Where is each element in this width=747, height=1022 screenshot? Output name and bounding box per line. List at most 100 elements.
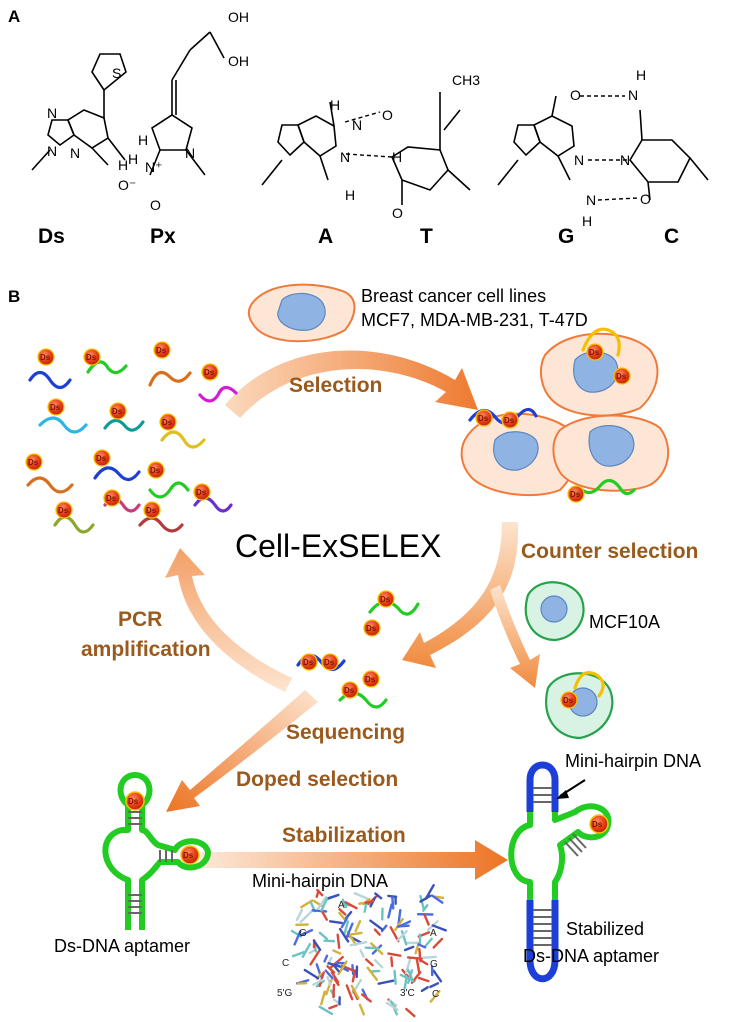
at-atom-h3: H: [345, 187, 355, 203]
model-bond: [332, 949, 342, 955]
ds-tag: Ds: [183, 851, 194, 860]
ds-atom-n1: N: [47, 105, 57, 121]
ds-tag: Ds: [380, 595, 391, 604]
ds-tag: Ds: [162, 418, 173, 427]
model-bond: [293, 930, 302, 946]
dna-strand: [28, 370, 72, 390]
ds-atom-n2: N: [47, 143, 57, 159]
ds-tag: Ds: [303, 658, 314, 667]
model-bond: [344, 901, 358, 910]
model-bond: [391, 896, 395, 910]
model-bond: [323, 939, 336, 943]
ds-tag: Ds: [563, 696, 574, 705]
dna-strand: [160, 430, 206, 449]
model-bond: [324, 969, 334, 980]
model-bond: [323, 954, 329, 963]
ds-ball: Ds: [567, 485, 585, 503]
breast-cancer-cell-icon: [247, 283, 356, 343]
ds-ball: Ds: [55, 501, 73, 519]
dna-strand: [573, 671, 605, 698]
ds-tag: Ds: [589, 348, 600, 357]
model-bond: [373, 928, 381, 936]
at-atom-h1: H: [330, 97, 340, 113]
ds-ball: Ds: [501, 411, 519, 429]
px-atom-ominus: O⁻: [118, 177, 136, 193]
ds-ball: Ds: [300, 653, 318, 671]
model-bond: [417, 943, 427, 949]
model-bond: [320, 897, 328, 912]
dna-strand: [93, 466, 141, 482]
counter-selection-arrow: [402, 522, 540, 688]
at-atom-ch3: CH3: [452, 72, 480, 88]
ds-tag: Ds: [40, 353, 51, 362]
gc-atom-o1: O: [570, 87, 581, 103]
t-name: T: [420, 225, 433, 248]
mini-hairpin-3d-model: [290, 884, 447, 1018]
model-bond: [423, 937, 433, 948]
model-bond: [420, 986, 429, 993]
model-bond: [327, 962, 341, 968]
ds-ball: Ds: [363, 619, 381, 637]
model-bond: [316, 895, 328, 910]
sequencing-step: Sequencing: [286, 721, 405, 744]
c-name: C: [664, 225, 679, 248]
model-bond: [328, 1004, 338, 1010]
stabilized-label-line1: Stabilized: [566, 919, 644, 939]
model-bond: [338, 908, 347, 916]
model-bond: [300, 899, 314, 909]
model-bond: [337, 960, 348, 976]
model-bond: [405, 1007, 416, 1018]
a-name: A: [318, 225, 333, 248]
model-bond: [318, 931, 329, 941]
selection-step: Selection: [289, 374, 382, 397]
dna-strand: [581, 327, 621, 357]
model-bond: [419, 959, 429, 966]
mini-hairpin-arrow-label: Mini-hairpin DNA: [565, 751, 701, 771]
px-atom-oh2: OH: [228, 53, 249, 69]
counter-selection-step: Counter selection: [521, 540, 698, 563]
cell-lines-line1: Breast cancer cell lines: [361, 286, 546, 306]
model-bond: [429, 982, 440, 989]
model-bond: [365, 958, 374, 967]
model-bond: [429, 990, 441, 1003]
ds-atom-h2: H: [128, 151, 138, 167]
model-bond: [320, 990, 326, 1006]
dna-strand: [38, 416, 88, 434]
model-bond: [291, 950, 306, 958]
ds-atom-n3: N: [70, 145, 80, 161]
ds-tag: Ds: [478, 414, 489, 423]
ds-tag: Ds: [106, 494, 117, 503]
model-bond: [430, 894, 444, 904]
stabilization-arrow: [200, 840, 508, 880]
ds-ball: Ds: [193, 483, 211, 501]
gc-atom-h1: H: [636, 67, 646, 83]
ds-tag: Ds: [366, 624, 377, 633]
ds-tag: Ds: [50, 403, 61, 412]
model-bond: [394, 917, 404, 931]
model-bond: [431, 924, 447, 932]
model-label: 5'G: [277, 988, 292, 999]
gc-atom-o2: O: [640, 191, 651, 207]
dna-strand: [148, 481, 190, 499]
gc-atom-n3: N: [620, 152, 630, 168]
ds-tag: Ds: [204, 368, 215, 377]
px-atom-nplus: N⁺: [145, 159, 163, 175]
ds-tag: Ds: [592, 820, 603, 829]
ds-atom-s: S: [112, 65, 121, 81]
model-bond: [336, 933, 341, 950]
ds-tag: Ds: [504, 416, 515, 425]
model-bond: [351, 969, 357, 983]
ds-tag: Ds: [128, 797, 139, 806]
a-t-pair: H N O N H H O CH3 A T: [261, 72, 480, 248]
ds-tag: Ds: [344, 686, 355, 695]
model-bond: [301, 942, 312, 958]
model-bond: [400, 930, 408, 946]
ds-ball: Ds: [475, 409, 493, 427]
ds-tag: Ds: [96, 454, 107, 463]
model-bond: [326, 976, 332, 986]
px-atom-oh1: OH: [228, 9, 249, 25]
model-bond: [345, 922, 354, 940]
model-bond: [373, 959, 384, 969]
model-bond: [393, 969, 397, 985]
at-atom-n1: N: [352, 117, 362, 133]
